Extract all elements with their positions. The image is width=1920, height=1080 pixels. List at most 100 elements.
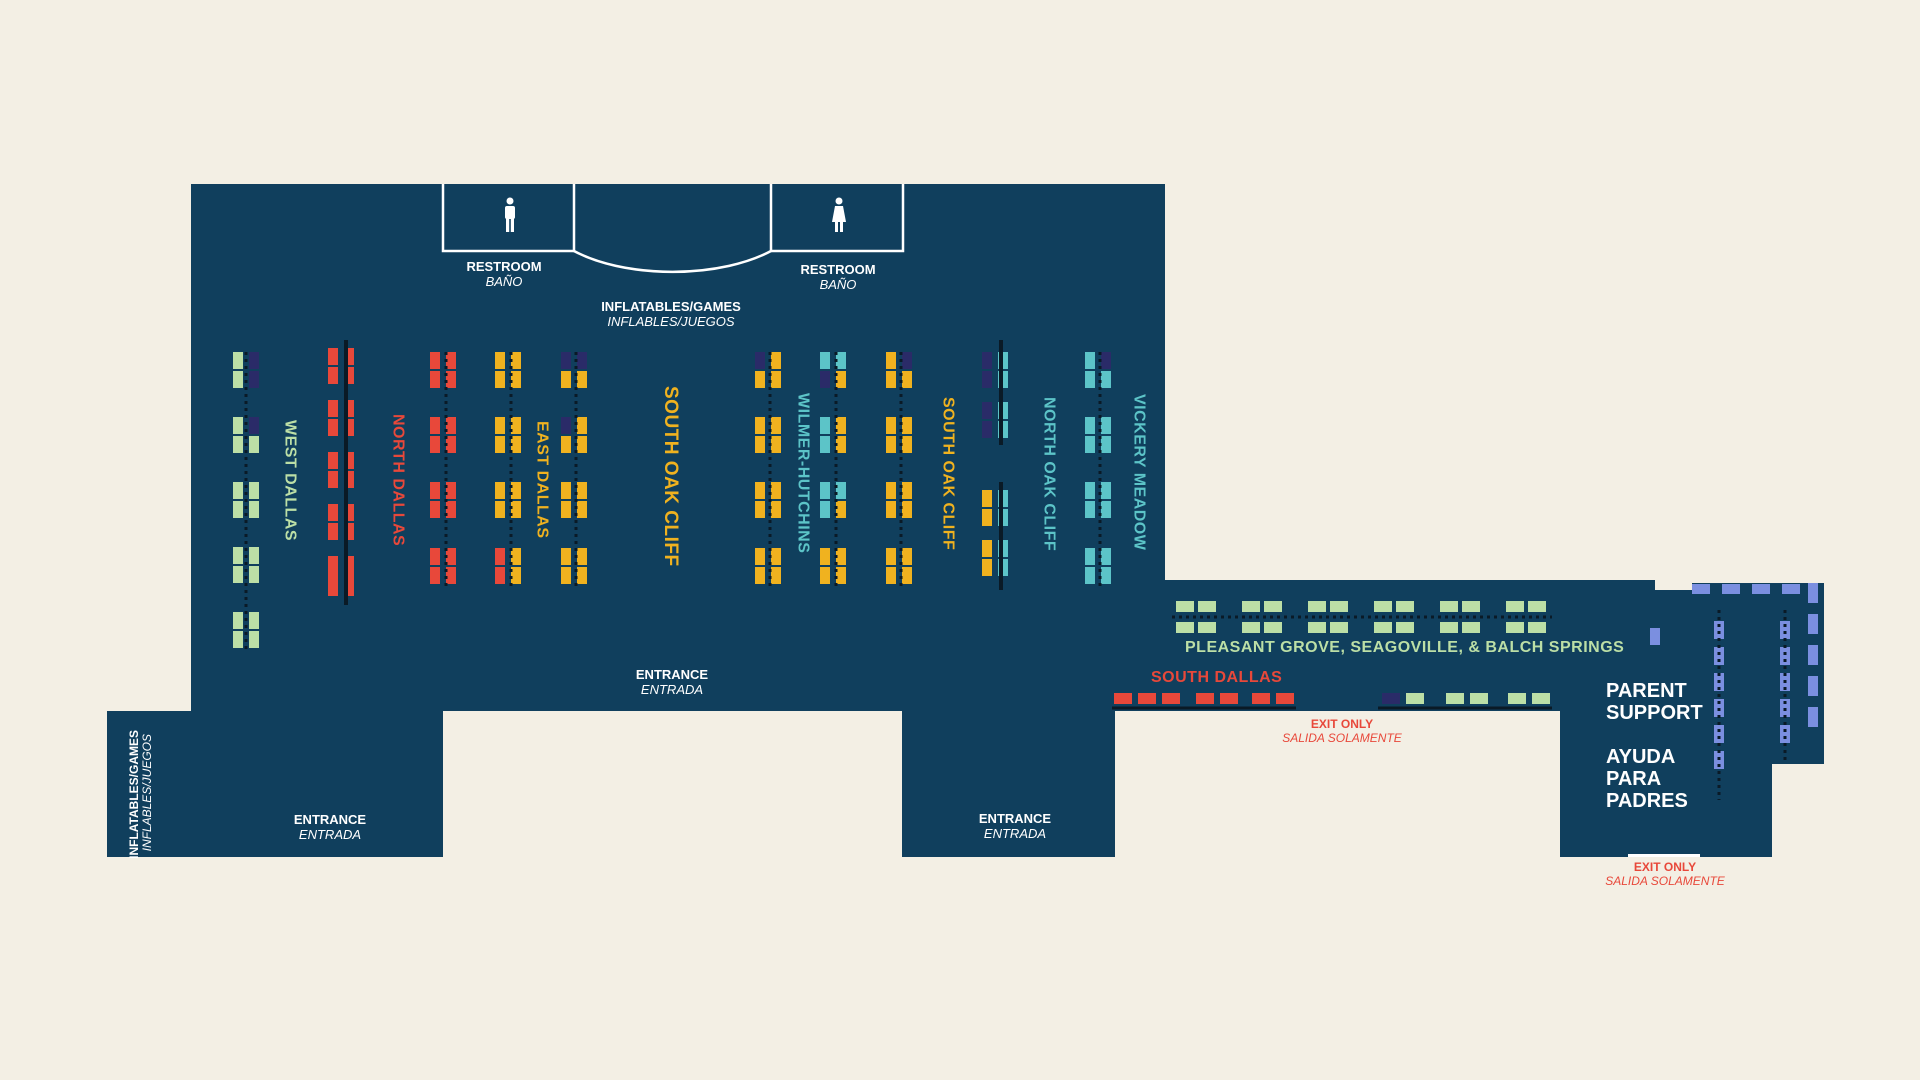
- table: [1780, 621, 1790, 639]
- district-north-oak-cliff: NORTH OAK CLIFF: [1040, 397, 1058, 552]
- table: [1528, 622, 1546, 633]
- table: [511, 501, 521, 518]
- table: [1085, 482, 1095, 499]
- exit-right-label: EXIT ONLY SALIDA SOLAMENTE: [1605, 860, 1725, 889]
- table: [233, 352, 243, 369]
- table: [820, 371, 830, 388]
- table: [328, 452, 338, 469]
- table: [902, 501, 912, 518]
- table: [495, 371, 505, 388]
- table: [1276, 693, 1294, 704]
- table: [1162, 693, 1180, 704]
- restroom-walls: [441, 184, 905, 274]
- table: [1101, 567, 1111, 584]
- table: [755, 417, 765, 434]
- table: [820, 548, 830, 565]
- table: [1264, 601, 1282, 612]
- parent-support-line4: PARA: [1606, 768, 1662, 790]
- table: [1714, 647, 1724, 665]
- table: [755, 501, 765, 518]
- table: [1508, 693, 1526, 704]
- table: [233, 482, 243, 499]
- entrance-left-title: ENTRANCE: [293, 812, 367, 827]
- table: [1528, 601, 1546, 612]
- district-wilmer-hutchins: WILMER-HUTCHINS: [794, 393, 812, 554]
- table: [836, 567, 846, 584]
- table: [1808, 676, 1818, 696]
- table: [820, 417, 830, 434]
- table: [1176, 601, 1194, 612]
- table: [233, 371, 243, 388]
- main-hall: [107, 184, 1824, 857]
- table: [886, 371, 896, 388]
- table: [249, 612, 259, 629]
- table: [1114, 693, 1132, 704]
- table: [902, 567, 912, 584]
- exit-mid-title: EXIT ONLY: [1310, 717, 1374, 731]
- table: [577, 501, 587, 518]
- inflatables-top-subtitle: INFLABLES/JUEGOS: [607, 313, 735, 329]
- parent-support-label: PARENT SUPPORT AYUDA PARA PADRES: [1606, 680, 1703, 812]
- table: [771, 548, 781, 565]
- table: [820, 501, 830, 518]
- table: [836, 482, 846, 499]
- table: [430, 371, 440, 388]
- table: [577, 352, 587, 369]
- table: [446, 567, 456, 584]
- table: [446, 417, 456, 434]
- restroom-women-label: RESTROOM BAÑO: [800, 262, 875, 293]
- table: [561, 371, 571, 388]
- table: [233, 547, 243, 564]
- table: [561, 548, 571, 565]
- table: [820, 567, 830, 584]
- district-pleasant-grove: PLEASANT GROVE, SEAGOVILLE, & BALCH SPRI…: [1185, 639, 1625, 656]
- table: [902, 548, 912, 565]
- table: [495, 352, 505, 369]
- table: [1264, 622, 1282, 633]
- table: [1506, 601, 1524, 612]
- table: [495, 501, 505, 518]
- table: [430, 567, 440, 584]
- table: [1101, 417, 1111, 434]
- tables-layer: [233, 348, 1818, 769]
- table: [249, 352, 259, 369]
- table: [1714, 725, 1724, 743]
- table: [495, 482, 505, 499]
- table: [982, 509, 992, 526]
- restroom-men-subtitle: BAÑO: [485, 273, 523, 289]
- parent-support-line5: PADRES: [1606, 790, 1688, 812]
- entrance-left-label: ENTRANCE ENTRADA: [293, 812, 367, 843]
- table: [344, 452, 354, 469]
- table: [820, 436, 830, 453]
- table: [1101, 352, 1111, 369]
- men-restroom-icon: [505, 197, 515, 232]
- table: [902, 436, 912, 453]
- entrance-left-subtitle: ENTRADA: [298, 826, 362, 842]
- exit-right-title: EXIT ONLY: [1633, 860, 1697, 874]
- table: [561, 482, 571, 499]
- table: [1440, 601, 1458, 612]
- table: [755, 548, 765, 565]
- women-restroom-icon: [832, 197, 846, 232]
- table: [233, 417, 243, 434]
- table: [771, 482, 781, 499]
- table: [1780, 725, 1790, 743]
- table: [982, 559, 992, 576]
- table: [446, 352, 456, 369]
- table: [249, 631, 259, 648]
- table: [430, 352, 440, 369]
- table: [344, 471, 354, 488]
- table: [836, 417, 846, 434]
- table: [902, 417, 912, 434]
- district-south-oak-cliff-secondary: SOUTH OAK CLIFF: [939, 397, 957, 551]
- table: [1440, 622, 1458, 633]
- table: [344, 419, 354, 436]
- table: [755, 567, 765, 584]
- table: [982, 490, 992, 507]
- restroom-men-title: RESTROOM: [466, 259, 542, 274]
- table: [577, 482, 587, 499]
- table: [902, 482, 912, 499]
- table: [561, 436, 571, 453]
- table: [495, 548, 505, 565]
- table: [511, 352, 521, 369]
